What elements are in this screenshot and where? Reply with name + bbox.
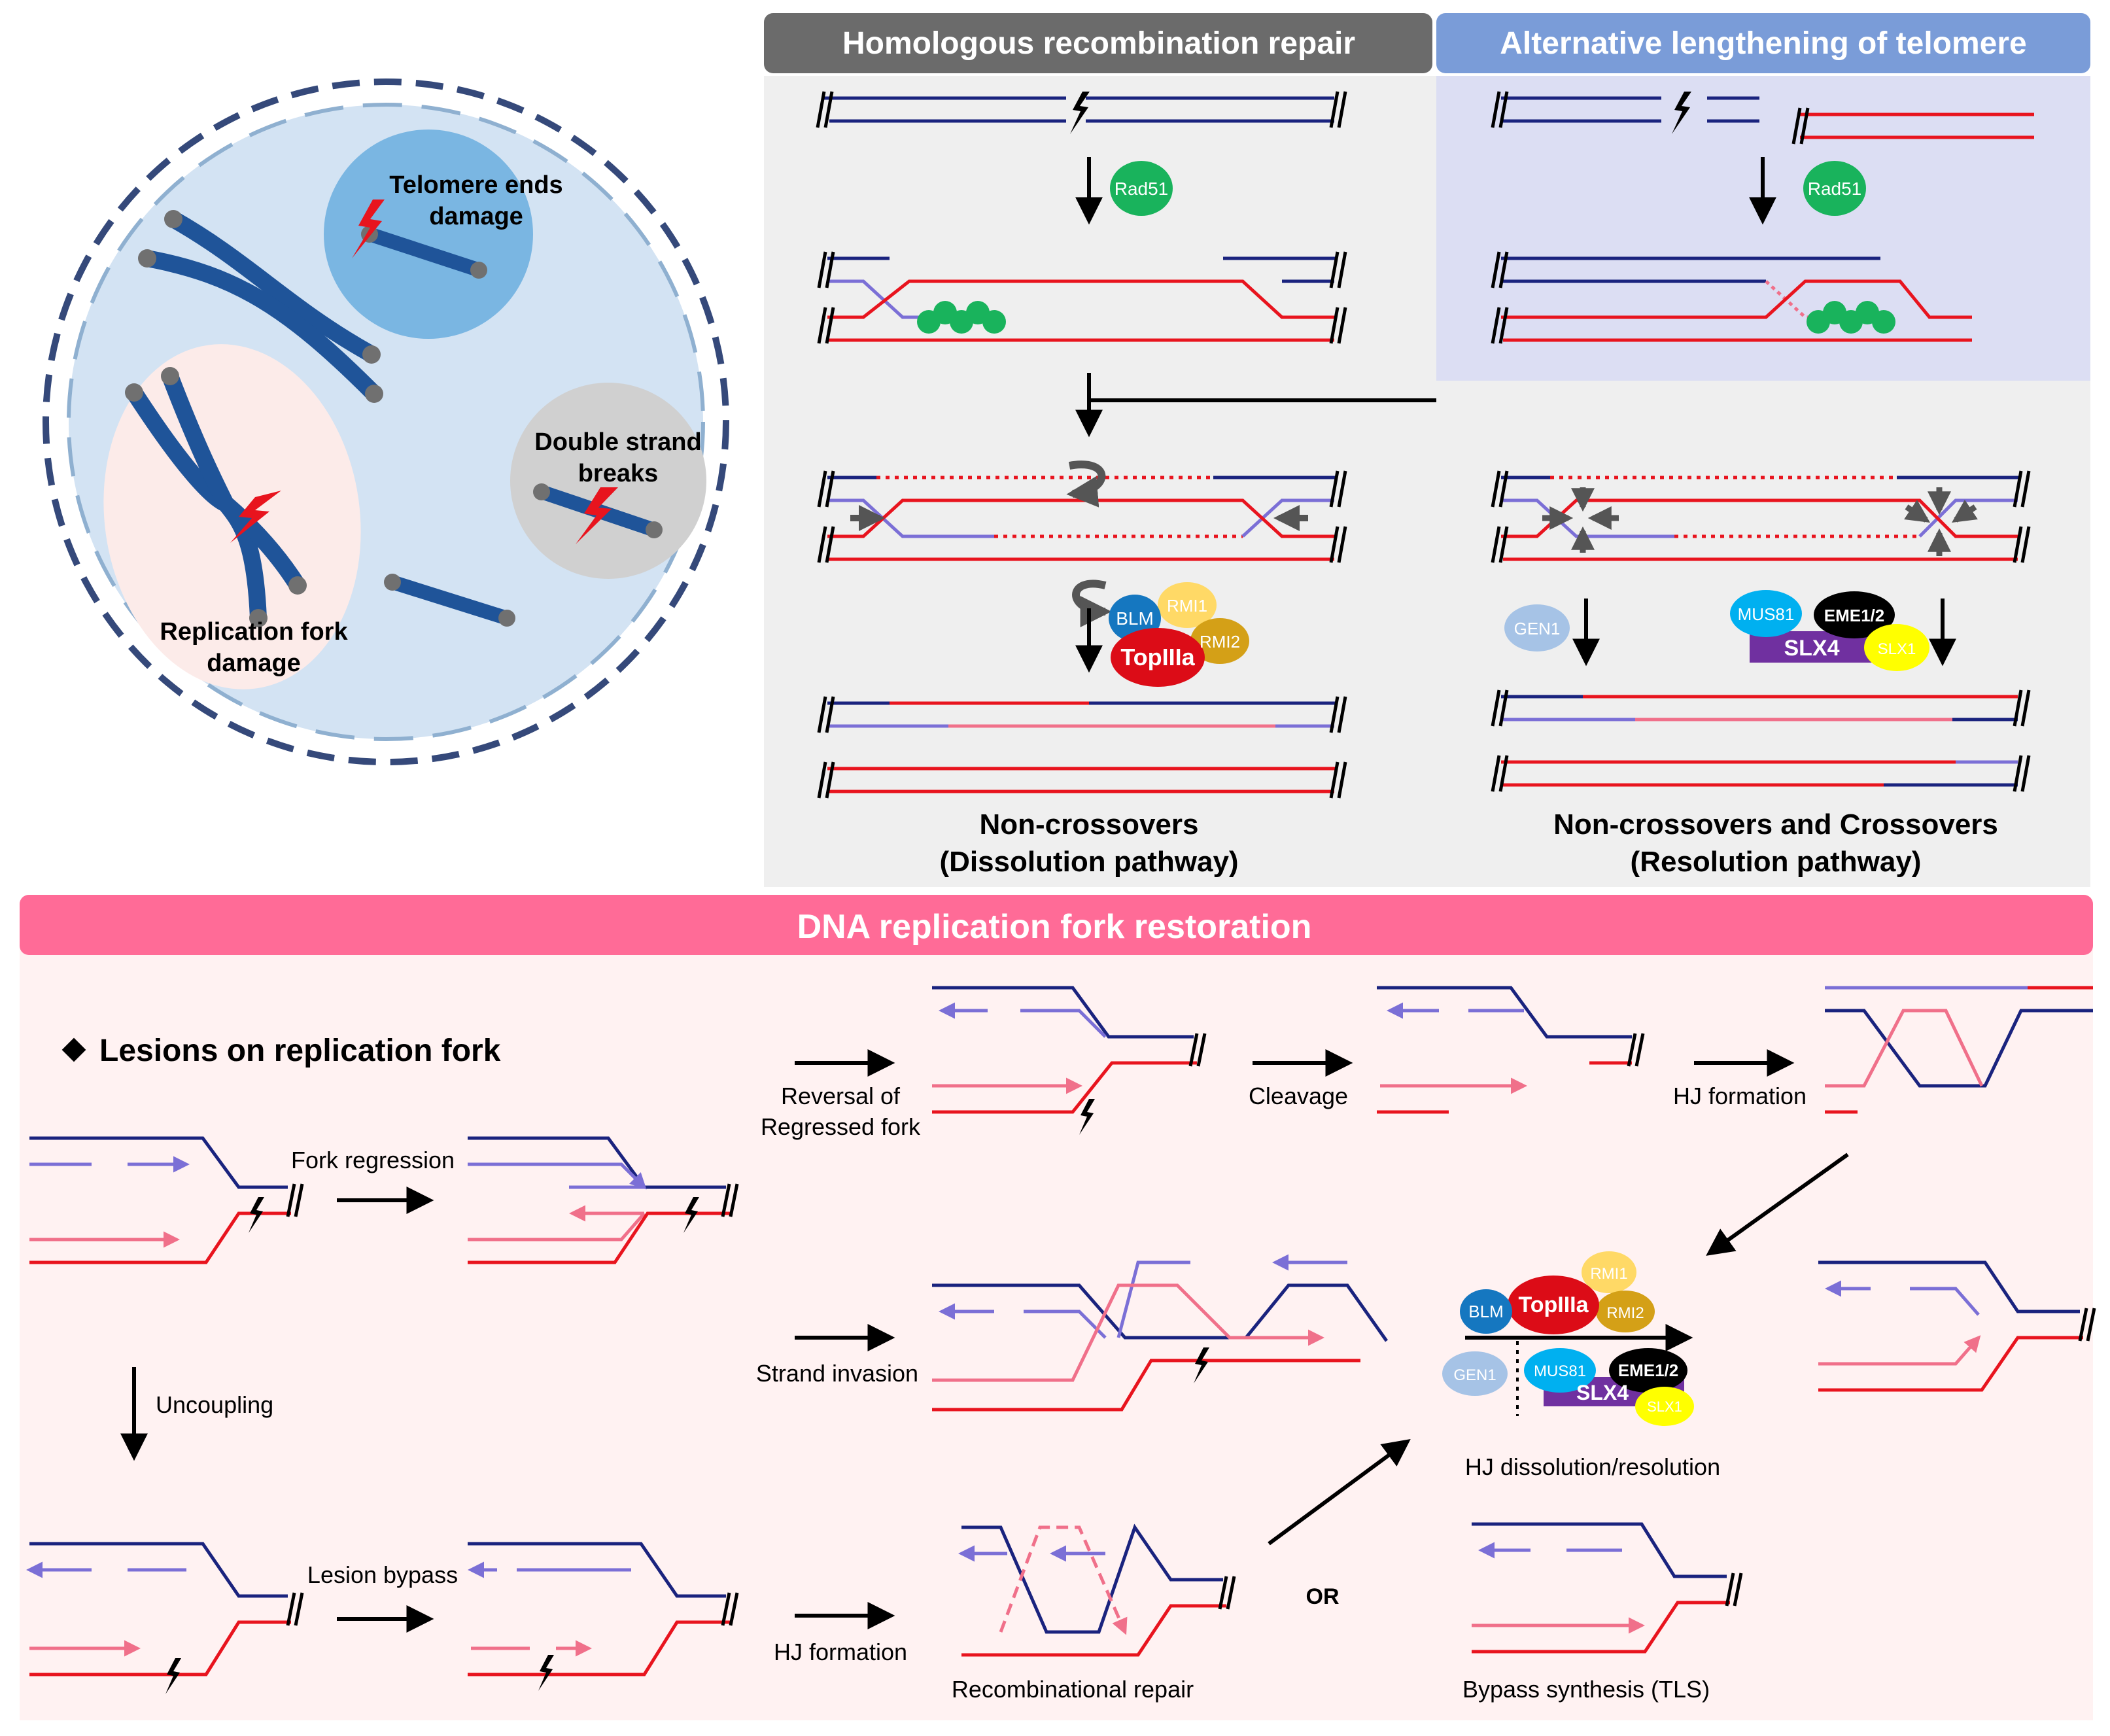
restored-fork (1818, 1260, 2096, 1392)
fork-diagram (29, 1542, 304, 1676)
topiiia-label: TopIIIa (1120, 644, 1195, 670)
recombinational-repair-diagram (958, 1523, 1236, 1657)
step-reversal-1: Reversal of (781, 1083, 901, 1109)
step-strand-invasion: Strand invasion (756, 1360, 918, 1387)
rad51-label-alt: Rad51 (1808, 179, 1862, 199)
alt-header-text: Alternative lengthening of telomere (1500, 26, 2026, 61)
hr-outcome-2: (Dissolution pathway) (939, 846, 1238, 878)
fork-diagram (29, 1136, 304, 1264)
fork-banner (20, 895, 2093, 955)
fork-banner-text: DNA replication fork restoration (797, 908, 1312, 946)
lightning-icon (576, 487, 618, 544)
rmi2-label-2: RMI2 (1606, 1304, 1644, 1322)
step-cleavage: Cleavage (1249, 1083, 1348, 1109)
step-hj-formation-2: HJ formation (774, 1639, 907, 1665)
lightning-icon (230, 491, 281, 543)
btr-complex: RMI1 RMI2 BLM TopIIIa (1109, 582, 1249, 687)
step-uncoupling: Uncoupling (156, 1391, 273, 1418)
rad51-filament (1807, 301, 1895, 334)
rad51-protein (1110, 161, 1173, 216)
slx1-label: SLX1 (1878, 640, 1916, 658)
lightning-icon (352, 200, 385, 258)
hr-panel: Homologous recombination repair Rad51 (764, 13, 1780, 887)
lesions-title: Lesions on replication fork (99, 1033, 501, 1068)
eme-label-2: EME1/2 (1618, 1361, 1679, 1380)
fork-diagram (1377, 986, 1645, 1114)
mus81-label: MUS81 (1738, 604, 1795, 624)
fork-diagram (932, 986, 1207, 1114)
dsb-label-2: breaks (578, 460, 659, 487)
eme-label: EME1/2 (1824, 606, 1885, 625)
telomere-region (324, 130, 533, 339)
topiiia-label-2: TopIIIa (1518, 1293, 1589, 1317)
fork-label-2: damage (207, 650, 301, 677)
step-fork-regression: Fork regression (291, 1147, 455, 1173)
hj-dissolution-complex: RMI1 RMI2 TopIIIa BLM GEN1 MUS81 EME1/2 … (1442, 1251, 1694, 1426)
result-tls: Bypass synthesis (TLS) (1462, 1676, 1710, 1703)
rmi1-label: RMI1 (1167, 596, 1207, 616)
alt-outcome-1: Non-crossovers and Crossovers (1553, 808, 1998, 841)
dsb-label-1: Double strand (534, 428, 701, 456)
or-label: OR (1306, 1584, 1340, 1609)
hr-header (764, 13, 1432, 73)
mus81-label-2: MUS81 (1534, 1363, 1586, 1380)
step-hj-formation-1: HJ formation (1673, 1083, 1807, 1109)
lightning-icon (1079, 1099, 1095, 1135)
step-reversal-2: Regressed fork (761, 1113, 921, 1140)
fork-diagram (932, 1254, 1389, 1412)
fork-diagram (468, 1542, 739, 1676)
slx1-label-2: SLX1 (1647, 1398, 1682, 1415)
cell-panel: Telomere ends damage Replication fork da… (43, 78, 729, 765)
lightning-icon (1194, 1347, 1209, 1383)
hr-header-text: Homologous recombination repair (842, 26, 1355, 61)
telomere-label-1: Telomere ends (389, 171, 562, 199)
tls-diagram (1472, 1522, 1743, 1654)
alt-panel: Alternative lengthening of telomere Rad5… (1436, 13, 2090, 887)
hr-outcome-1: Non-crossovers (979, 808, 1198, 841)
telomere-label-2: damage (429, 203, 523, 230)
slx4-label-2: SLX4 (1576, 1381, 1629, 1404)
alt-outcome-2: (Resolution pathway) (1631, 846, 1922, 878)
diamond-bullet-icon (61, 1037, 86, 1062)
rad51-label: Rad51 (1115, 179, 1169, 199)
chromosome-x (138, 210, 383, 403)
fork-label-1: Replication fork (160, 618, 348, 646)
step-lesion-bypass: Lesion bypass (307, 1561, 458, 1588)
mus81-slx4-complex: MUS81 EME1/2 SLX4 SLX1 (1730, 590, 1929, 671)
cleavage-arrows (1542, 487, 1978, 556)
alt-header (1436, 13, 2090, 73)
slx4-label: SLX4 (1784, 636, 1839, 661)
rmi1-label-2: RMI1 (1590, 1265, 1627, 1283)
fork-panel: DNA replication fork restoration Lesions… (20, 895, 2096, 1720)
lightning-icon (165, 1658, 181, 1694)
rad51-protein (1803, 161, 1866, 216)
gen1-label-2: GEN1 (1453, 1366, 1496, 1384)
lightning-icon (1070, 92, 1090, 134)
gen1-label: GEN1 (1514, 619, 1561, 638)
cell-membrane-outer (43, 78, 729, 765)
rmi2-label: RMI2 (1200, 632, 1240, 651)
holliday-junction (1825, 986, 2093, 1114)
lightning-icon (249, 1197, 264, 1233)
result-recombinational-repair: Recombinational repair (952, 1676, 1194, 1703)
lightning-icon (1672, 92, 1691, 134)
gen1-protein (1504, 604, 1570, 651)
rad51-filament (917, 301, 1006, 334)
blm-label-2: BLM (1468, 1302, 1503, 1321)
lightning-icon (538, 1655, 554, 1691)
lightning-icon (683, 1197, 699, 1233)
blm-label: BLM (1116, 608, 1154, 629)
result-hj-dissolution: HJ dissolution/resolution (1465, 1453, 1720, 1480)
